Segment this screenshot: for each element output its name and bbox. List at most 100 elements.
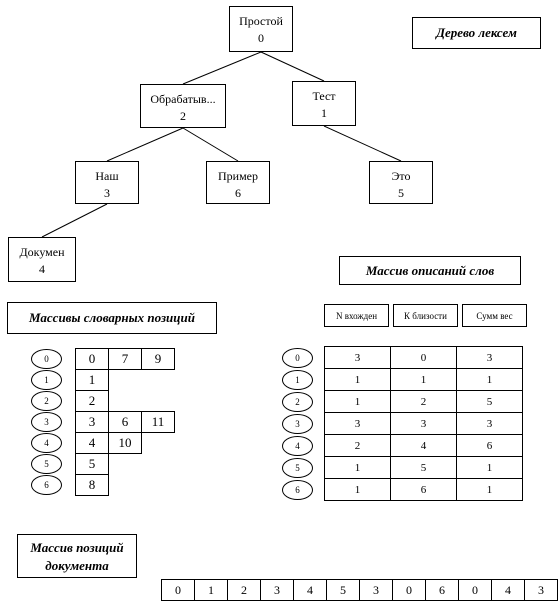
desc-index-ellipse: 4: [282, 436, 313, 456]
tree-node-prostoy: Простой 0: [229, 6, 293, 52]
desc-cell: 3: [324, 412, 391, 435]
position-cell: 0: [458, 579, 492, 601]
dict-cell: 11: [141, 411, 175, 433]
tree-edge: [260, 51, 325, 82]
node-index: 4: [39, 262, 45, 276]
dict-row: 5: [75, 453, 175, 475]
node-label: Пример: [217, 169, 258, 183]
tree-node-obrabatyv: Обрабатыв... 2: [140, 84, 226, 128]
tree-edge: [106, 127, 184, 162]
dict-empty: [142, 370, 175, 391]
desc-cell: 2: [390, 390, 457, 413]
dict-empty: [142, 391, 175, 412]
tree-edge: [41, 203, 108, 238]
dict-index-ellipse: 5: [31, 454, 62, 474]
position-cell: 4: [293, 579, 327, 601]
node-index: 3: [104, 186, 110, 200]
dict-empty: [109, 454, 142, 475]
desc-cell: 0: [390, 346, 457, 369]
positions-title-line1: Массив позиций: [30, 540, 124, 555]
dict-cell: 6: [108, 411, 142, 433]
position-cell: 0: [392, 579, 426, 601]
positions-title-line2: документа: [45, 558, 109, 573]
dict-empty: [109, 475, 142, 496]
tree-edge: [182, 51, 262, 85]
desc-cell: 1: [390, 368, 457, 391]
tree-edge: [182, 127, 239, 162]
desc-cell: 3: [390, 412, 457, 435]
dict-cell: 7: [108, 348, 142, 370]
header-summ-ves: Сумм вес: [462, 304, 527, 327]
tree-node-eto: Это 5: [369, 161, 433, 204]
desc-cell: 6: [390, 478, 457, 501]
desc-cell: 3: [324, 346, 391, 369]
tree-node-dokumen: Докумен 4: [8, 237, 76, 282]
desc-cell: 1: [324, 456, 391, 479]
desc-cell: 1: [456, 456, 523, 479]
tree-node-test: Тест 1: [292, 81, 356, 126]
tree-node-primer: Пример 6: [206, 161, 270, 204]
dict-index-ellipse: 4: [31, 433, 62, 453]
desc-cell: 3: [456, 346, 523, 369]
desc-cell: 1: [456, 368, 523, 391]
position-cell: 2: [227, 579, 261, 601]
header-k-blizosti: К близости: [393, 304, 458, 327]
tree-edge: [323, 125, 402, 162]
tree-node-nash: Наш 3: [75, 161, 139, 204]
position-cell: 6: [425, 579, 459, 601]
dict-cell: 9: [141, 348, 175, 370]
desc-cell: 1: [456, 478, 523, 501]
position-cell: 0: [161, 579, 195, 601]
position-cell: 1: [194, 579, 228, 601]
node-index: 5: [398, 186, 404, 200]
dict-index-ellipse: 3: [31, 412, 62, 432]
desc-cell: 1: [324, 478, 391, 501]
desc-cell: 2: [324, 434, 391, 457]
desc-cell: 6: [456, 434, 523, 457]
node-index: 2: [180, 109, 186, 123]
node-label: Наш: [95, 169, 119, 183]
position-cell: 3: [524, 579, 558, 601]
desc-index-ellipse: 6: [282, 480, 313, 500]
dict-row: 2: [75, 390, 175, 412]
desc-title: Массив описаний слов: [339, 256, 521, 285]
desc-cell: 4: [390, 434, 457, 457]
dict-cell: 3: [75, 411, 109, 433]
dict-index-ellipse: 2: [31, 391, 62, 411]
desc-header-table: N вхожден К близости Сумм вес: [324, 304, 527, 327]
dict-cell: 4: [75, 432, 109, 454]
desc-cell: 5: [456, 390, 523, 413]
dict-row: 8: [75, 474, 175, 496]
dict-row: 1: [75, 369, 175, 391]
tree-title: Дерево лексем: [412, 17, 541, 49]
node-label: Простой: [239, 14, 283, 28]
dict-empty: [142, 454, 175, 475]
desc-cell: 5: [390, 456, 457, 479]
node-index: 1: [321, 106, 327, 120]
dict-cell: 1: [75, 369, 109, 391]
dict-index-ellipse: 1: [31, 370, 62, 390]
desc-cell: 1: [324, 368, 391, 391]
dict-empty: [142, 433, 175, 454]
dict-cell: 2: [75, 390, 109, 412]
desc-cell: 3: [456, 412, 523, 435]
dict-index-ellipse: 6: [31, 475, 62, 495]
dict-cell: 8: [75, 474, 109, 496]
position-cell: 3: [359, 579, 393, 601]
node-label: Докумен: [19, 245, 65, 259]
position-cell: 3: [260, 579, 294, 601]
dict-empty: [109, 370, 142, 391]
dict-cell: 5: [75, 453, 109, 475]
